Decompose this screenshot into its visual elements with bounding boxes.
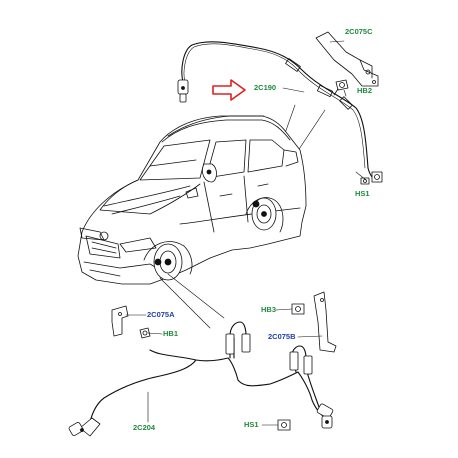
rear-harness-connector [316, 403, 334, 429]
red-outline-arrow-icon [212, 79, 246, 101]
callout-hs1-top: HS1 [355, 189, 370, 198]
leader-lines-bottom [125, 308, 323, 426]
callout-2c075a: 2C075A [147, 310, 175, 319]
front-hub-sensor-marker [202, 163, 217, 183]
bracket-2c075b [313, 291, 337, 353]
bracket-2c075c [315, 31, 379, 87]
callout-2c075b: 2C075B [268, 332, 296, 341]
bolt-hs1-top [360, 171, 383, 185]
bolt-hb1 [139, 327, 151, 339]
bracket-2c075a [111, 305, 129, 337]
leader-lines-vehicle-bottom [159, 273, 225, 329]
rear-wheel-sensor [68, 417, 101, 437]
callout-hb2: HB2 [357, 86, 373, 95]
front-sensor-harness [181, 41, 379, 183]
bolt-hb2 [333, 79, 349, 96]
callout-2c075c: 2C075C [345, 27, 373, 36]
bolt-hs1-bottom [277, 419, 291, 431]
callout-hb1: HB1 [163, 329, 179, 338]
rear-harness-sleeves [225, 333, 313, 375]
bolt-hb3 [291, 303, 305, 315]
callout-2c190: 2C190 [254, 83, 277, 92]
callout-hb3: HB3 [261, 305, 277, 314]
callout-hs1-bottom: HS1 [244, 420, 259, 429]
suv-vehicle-illustration [77, 115, 307, 285]
front-wheel-sensor [177, 79, 189, 103]
callout-2c204: 2C204 [133, 423, 156, 432]
